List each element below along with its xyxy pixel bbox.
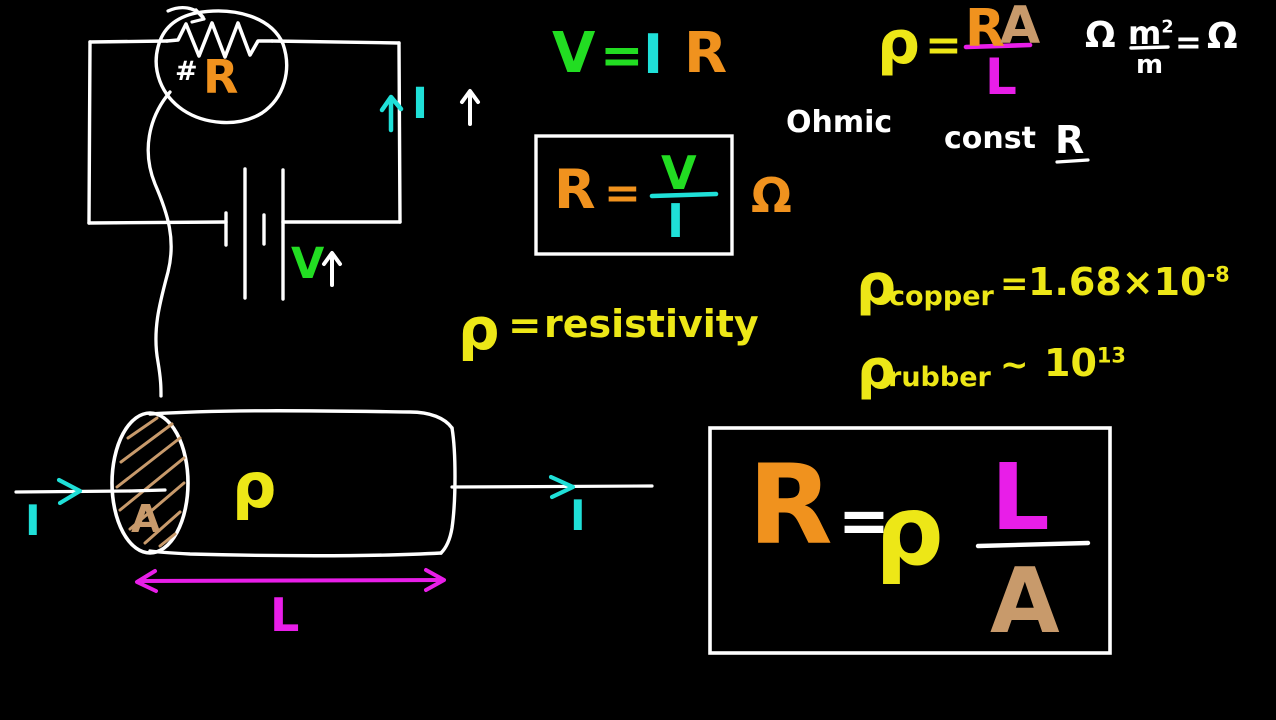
fraction-bar-ra-over-l (963, 42, 1033, 50)
rho-definition-rho: ρ (877, 8, 920, 78)
rho-rubber-exponent: 13 (1096, 343, 1126, 368)
current-up-arrow-white (460, 89, 480, 126)
cylinder-rho-label: ρ (232, 449, 277, 522)
circuit-loop (87, 21, 402, 225)
rho-definition-denominator-l: L (985, 48, 1017, 106)
const-r-symbol: R (1055, 118, 1085, 162)
rho-copper-symbol: ρ (856, 253, 897, 318)
current-out-label: I (570, 491, 586, 540)
rho-is-equals: = (508, 303, 542, 349)
resistor-hash-symbol: # (175, 56, 198, 87)
boxed-ohms-law-r: R (554, 158, 596, 221)
ohm-unit-symbol: Ω (751, 168, 792, 224)
fraction-bar-l-over-a (975, 540, 1091, 549)
boxed-ohms-law-equals: = (604, 168, 641, 219)
cross-section-ellipse (110, 411, 190, 555)
fraction-bar-unit-check (1129, 45, 1170, 50)
voltage-up-arrow-white (322, 251, 342, 287)
rho-copper-exponent: -8 (1206, 262, 1230, 287)
rho-copper-value: 1.68×10-8 (1028, 263, 1230, 301)
rho-is-word: resistivity (544, 302, 759, 346)
battery-symbol (224, 167, 285, 301)
unit-check-numerator: m2 (1128, 17, 1174, 49)
ohms-law-v: V (552, 21, 596, 86)
ohms-law-r: R (684, 21, 728, 86)
unit-check-denominator: m (1136, 50, 1164, 80)
current-direction-arrow (379, 94, 404, 133)
boxed-ohms-law-numerator-v: V (661, 146, 697, 200)
boxed-resistivity-rho: ρ (875, 475, 944, 587)
rho-rubber-symbol: ρ (857, 338, 896, 401)
rho-definition-equals: = (925, 20, 962, 71)
boxed-resistivity-denominator-a: A (990, 549, 1060, 654)
boxed-resistivity-equals: = (838, 484, 890, 557)
rho-copper-mantissa: 1.68×10 (1028, 260, 1207, 304)
conductor-cylinder (110, 409, 457, 558)
unit-check-numerator-m: m (1128, 14, 1162, 52)
inflow-arrowhead (56, 477, 83, 506)
rho-rubber-relation: ~ (1000, 345, 1029, 385)
const-note: const (944, 121, 1036, 156)
rho-is-rho: ρ (458, 295, 500, 363)
boxed-resistivity-numerator-l: L (991, 444, 1050, 551)
ohms-law-i: I (643, 23, 664, 86)
rho-rubber-mantissa: 10 (1044, 341, 1097, 385)
circuit-current-label: I (412, 79, 428, 129)
ohmic-note: Ohmic (786, 105, 893, 140)
unit-check-omega: Ω (1085, 15, 1116, 56)
current-in-label: I (25, 496, 41, 545)
rho-rubber-value: 1013 (1044, 344, 1126, 382)
curved-wire-tail (146, 90, 173, 398)
fraction-bar-v-over-i (649, 191, 719, 199)
resistor-highlight-oval (154, 6, 289, 125)
rho-definition-numerator-r: R (965, 0, 1006, 59)
length-dimension-arrow (135, 568, 446, 593)
resistor-zigzag (165, 21, 274, 59)
rho-copper-subscript: copper (889, 281, 994, 312)
resistor-label-r: R (203, 50, 239, 104)
current-outflow-wire (450, 474, 654, 500)
boxed-ohms-law-frame (534, 134, 734, 256)
rho-copper-relation: = (1000, 264, 1029, 304)
rho-rubber-subscript: rubber (888, 362, 991, 393)
circuit-voltage-label: V (291, 239, 325, 289)
boxed-resistivity-r: R (748, 441, 833, 569)
unit-check-equals: = (1175, 23, 1202, 61)
current-inflow-wire (14, 477, 167, 506)
ohms-law-equals: = (600, 26, 644, 86)
const-r-underline (1055, 158, 1090, 164)
length-label: L (270, 588, 300, 642)
unit-check-exponent: 2 (1161, 17, 1174, 38)
cross-section-hatching (115, 416, 186, 548)
outflow-arrowhead (548, 474, 576, 500)
cross-section-area-label: A (131, 497, 161, 541)
unit-check-result: Ω (1207, 16, 1238, 57)
boxed-resistivity-frame (708, 426, 1112, 655)
boxed-ohms-law-denominator-i: I (667, 194, 685, 248)
rho-definition-numerator-a: A (1000, 0, 1041, 56)
